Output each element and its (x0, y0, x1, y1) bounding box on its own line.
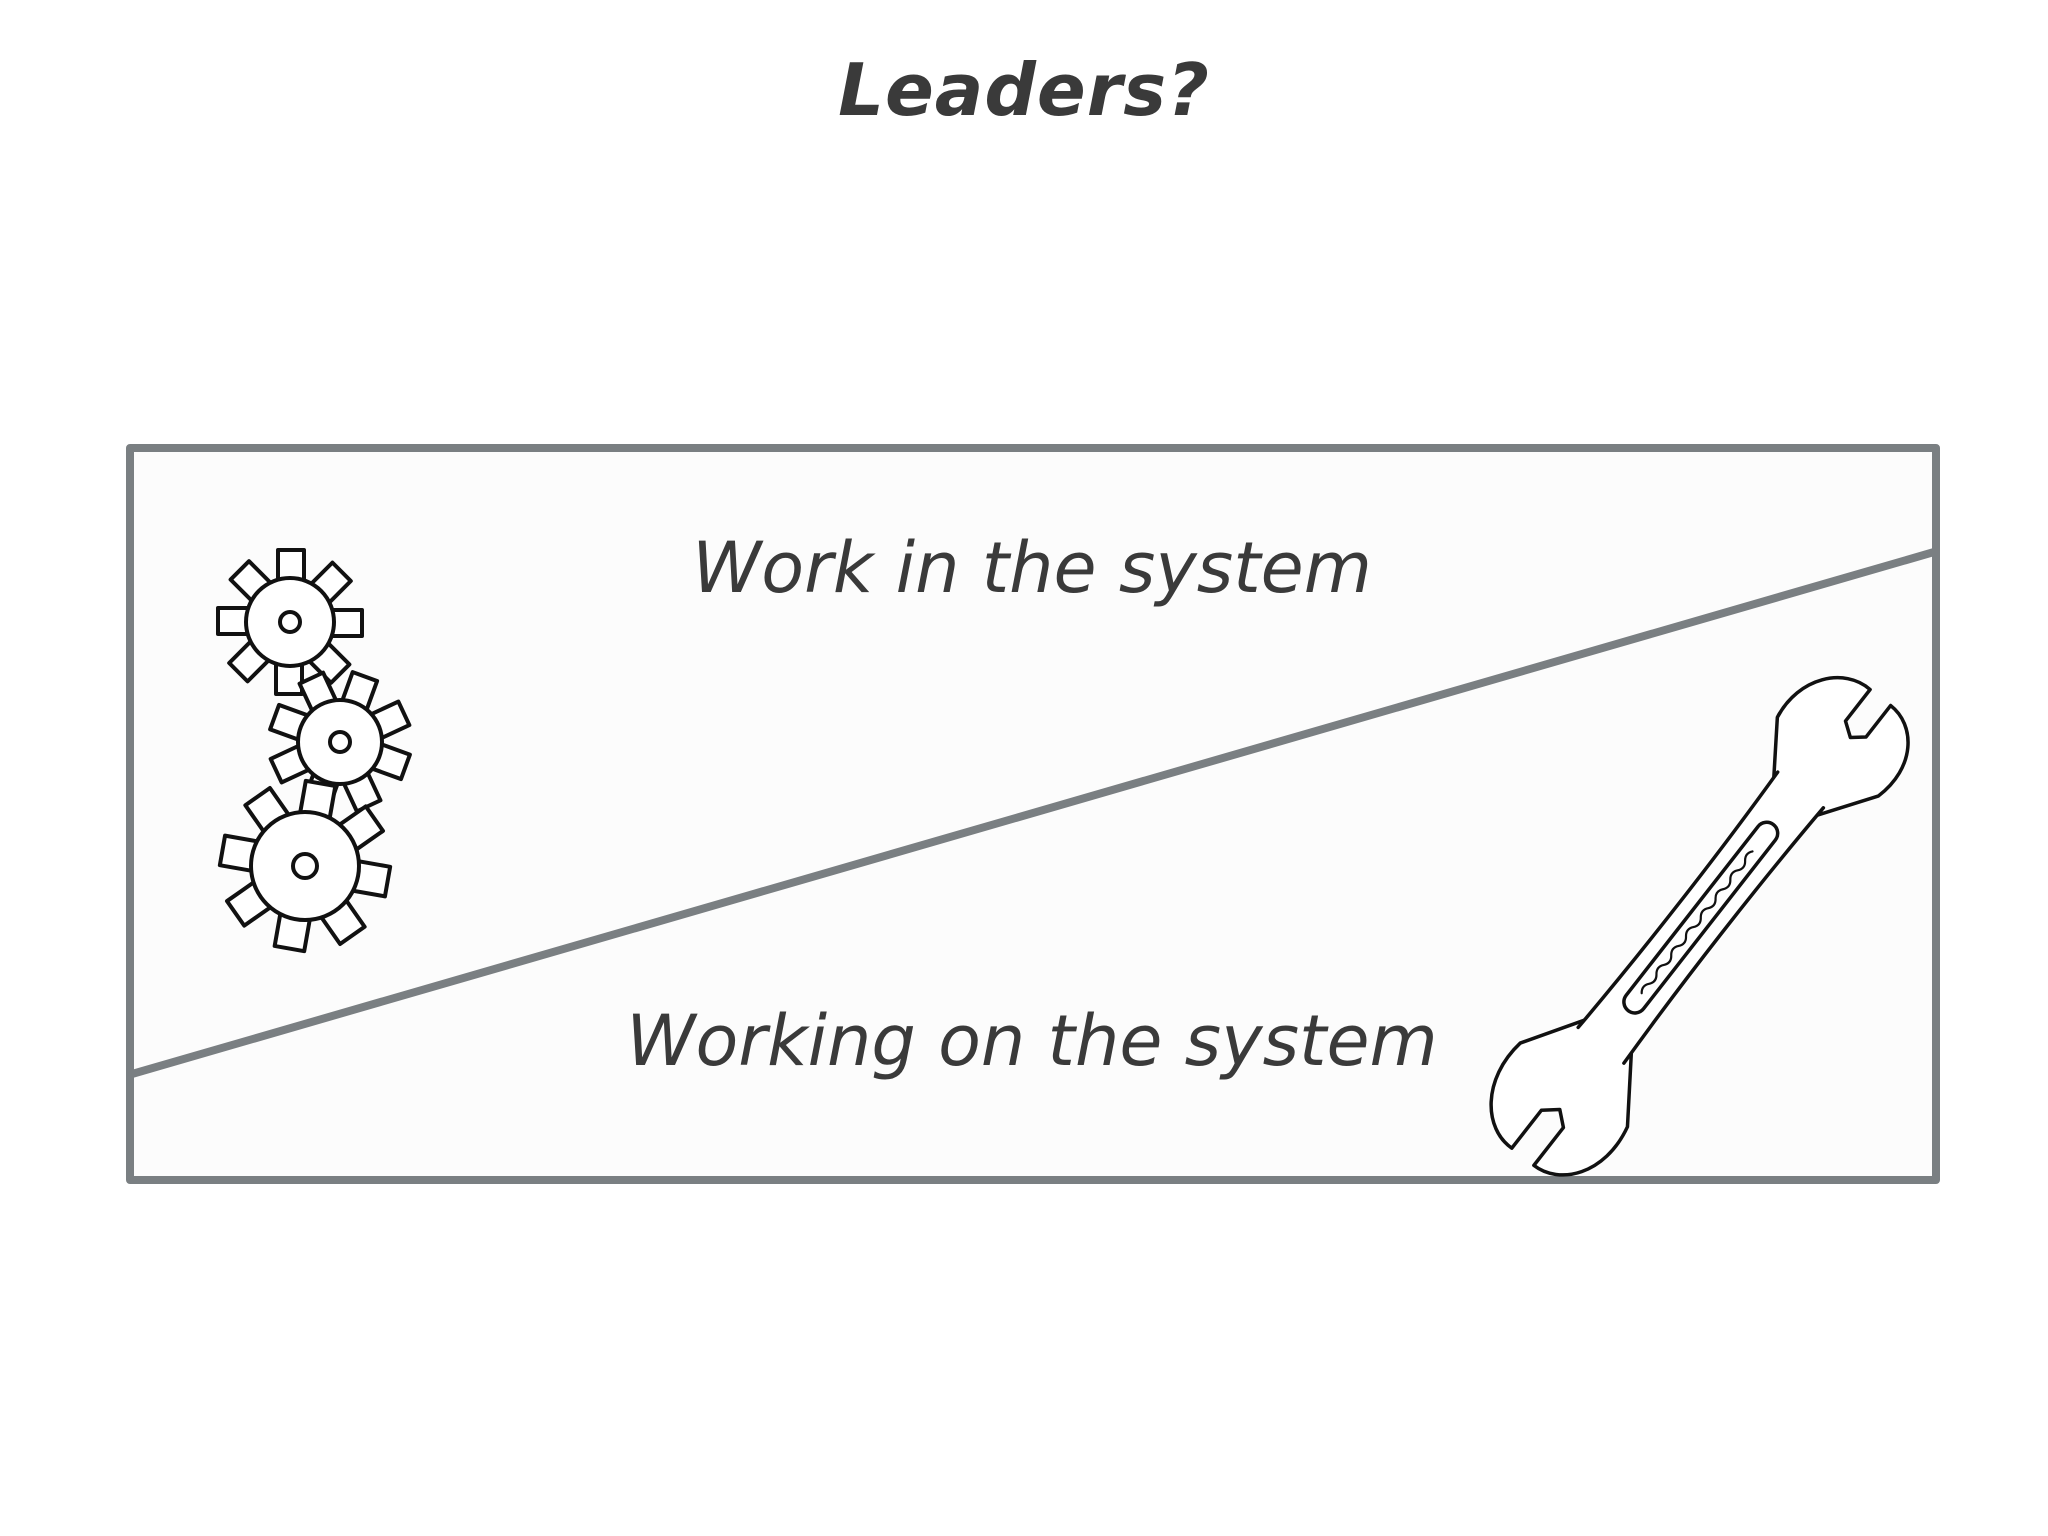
wrench-icon (1489, 675, 1910, 1177)
diagonal-divider (128, 548, 1938, 1078)
working-on-system-label: Working on the system (626, 1000, 1438, 1082)
gears-icon (216, 548, 412, 954)
page-title: Leaders? (838, 48, 1210, 132)
work-in-system-label: Work in the system (692, 527, 1372, 609)
diagram-frame (126, 444, 1940, 1184)
